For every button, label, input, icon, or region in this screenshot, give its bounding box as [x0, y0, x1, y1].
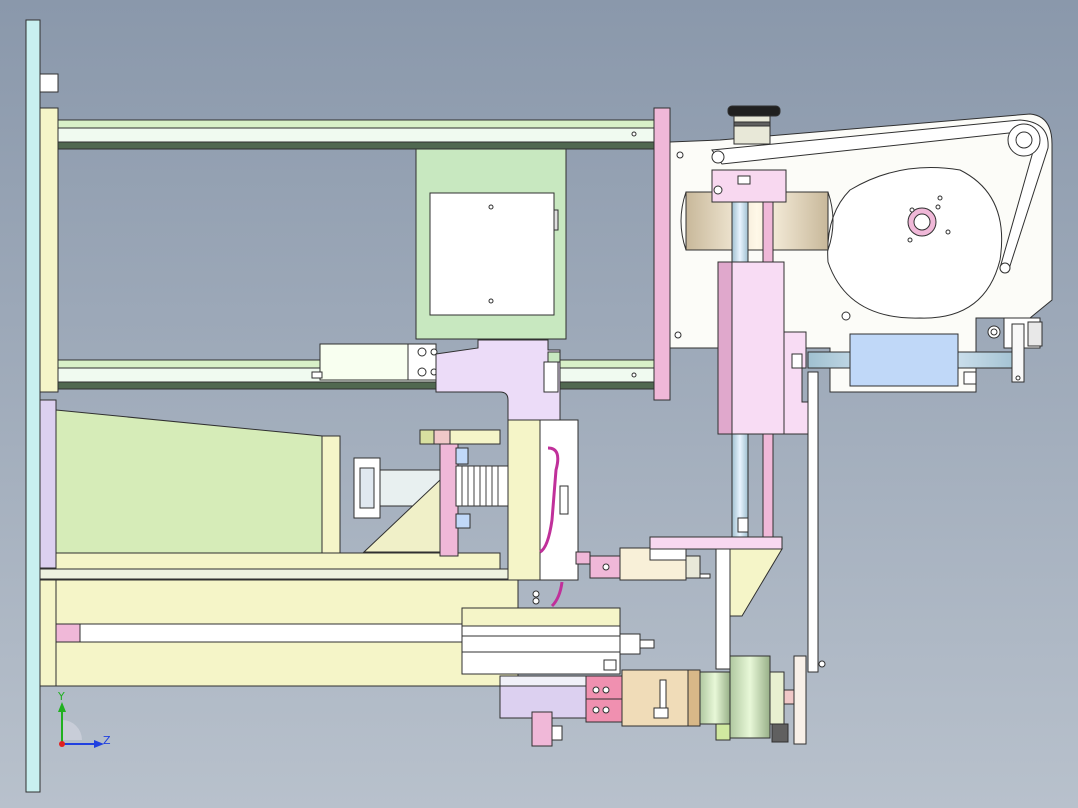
pink-vertical-plate — [653, 107, 671, 401]
vertical-column — [507, 419, 711, 608]
lower-slide-body — [55, 579, 540, 687]
tan-housing — [621, 669, 701, 727]
top-knob — [727, 105, 781, 145]
central-mount-panel — [415, 148, 567, 340]
left-vertical-frame — [25, 19, 59, 793]
slide-table — [461, 607, 655, 675]
z-axis-arrow — [94, 740, 104, 748]
y-axis-arrow — [58, 702, 66, 712]
upper-rail — [57, 119, 657, 150]
lavender-bracket — [435, 339, 561, 421]
tapered-housing — [39, 409, 511, 580]
y-axis-label: Y — [57, 690, 65, 703]
gripper-jaws — [585, 675, 623, 723]
pink-bracket-lower — [649, 371, 826, 673]
axis-triad: Y Z — [57, 690, 111, 748]
horizontal-actuator — [807, 317, 1043, 387]
pink-slider-head — [711, 169, 787, 203]
triad-origin — [59, 741, 65, 747]
z-axis-label: Z — [103, 734, 111, 747]
bottom-rotary-base — [499, 675, 591, 747]
link-arm — [711, 119, 1049, 274]
drive-motor — [699, 655, 807, 745]
pink-carriage — [717, 261, 809, 435]
cam-disc — [827, 167, 1003, 319]
